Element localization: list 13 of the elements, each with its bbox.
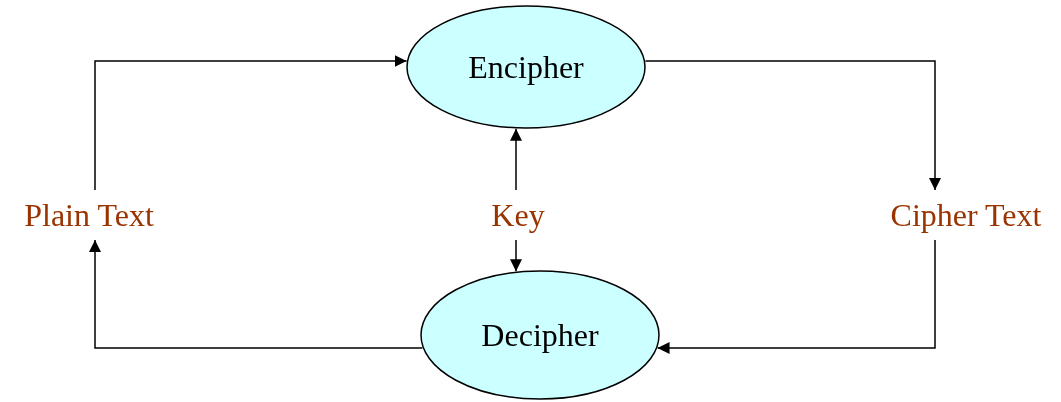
arrow [644,60,941,191]
process-ellipse [420,270,660,400]
data-label: Key [491,196,545,234]
arrow [656,239,936,354]
arrow [510,239,522,273]
process-label: Decipher [481,316,599,354]
arrow [94,55,408,191]
data-label: Plain Text [24,196,154,234]
process-label: Encipher [468,48,584,86]
data-label: Cipher Text [890,196,1042,234]
arrow [510,128,522,191]
process-ellipse [406,5,646,129]
arrow [89,239,424,349]
